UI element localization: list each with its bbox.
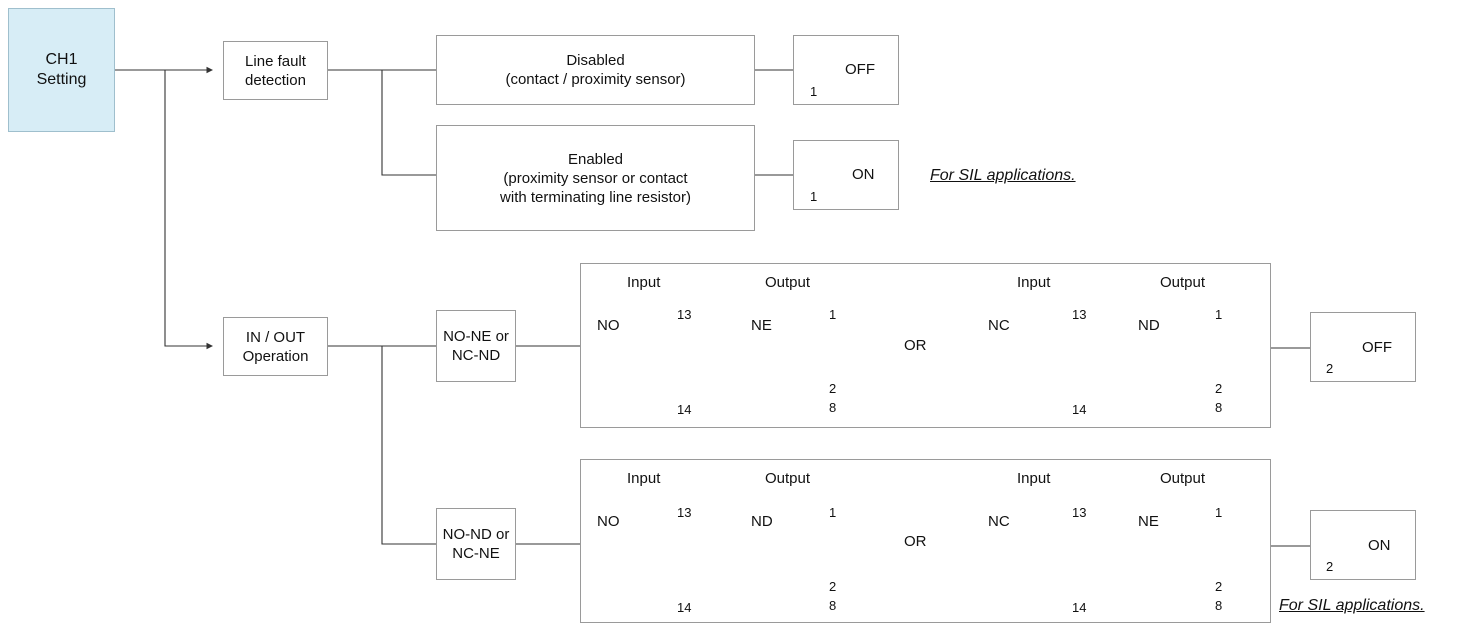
mode2-output-header-left: Output	[765, 470, 811, 487]
dip-switch-1-off-state: OFF	[845, 61, 875, 78]
dip-switch-2-off-box	[1310, 312, 1416, 382]
mode2-output-header-right: Output	[1160, 470, 1206, 487]
mode1-term-14-right: 14	[1072, 402, 1087, 417]
mode2-wiring-panel	[580, 459, 1271, 623]
no-ne-nc-nd-box: NO-NE or NC-ND	[436, 310, 516, 382]
mode1-input-header-right: Input	[1017, 274, 1051, 291]
enabled-desc-2: with terminating line resistor)	[500, 188, 691, 206]
line-fault-label-1: Line fault	[245, 52, 306, 70]
mode1-wiring-panel	[580, 263, 1271, 428]
mode1-term-8-right: 8	[1215, 400, 1223, 415]
mode2-left-in-label: NO	[597, 513, 620, 530]
io-label-1: IN / OUT	[245, 328, 306, 346]
mode2-right-out-label: NE	[1138, 513, 1159, 530]
dip-switch-1-on-box	[793, 140, 899, 210]
mode1-label-1: NO-NE or	[443, 328, 509, 345]
in-out-operation-box: IN / OUT Operation	[223, 317, 328, 376]
mode1-term-2-left: 2	[829, 381, 837, 396]
mode1-left-out-label: NE	[751, 317, 772, 334]
dip-switch-2-on-number: 2	[1326, 559, 1334, 574]
mode1-output-header-left: Output	[765, 274, 811, 291]
mode2-input-header-right: Input	[1017, 470, 1051, 487]
dip-switch-1-on-state: ON	[852, 166, 875, 183]
mode2-term-8-right: 8	[1215, 598, 1223, 613]
line-fault-label-2: detection	[245, 71, 306, 89]
mode1-term-13-right: 13	[1072, 307, 1087, 322]
io-label-2: Operation	[242, 347, 309, 365]
mode2-term-13-right: 13	[1072, 505, 1087, 520]
disabled-box: Disabled (contact / proximity sensor)	[436, 35, 755, 105]
root-line-2: Setting	[36, 71, 87, 88]
mode1-term-14-left: 14	[677, 402, 692, 417]
mode2-term-1-right: 1	[1215, 505, 1223, 520]
mode1-term-2-right: 2	[1215, 381, 1223, 396]
mode2-term-2-left: 2	[829, 579, 837, 594]
mode1-left-in-label: NO	[597, 317, 620, 334]
sil-note-2: For SIL applications.	[1279, 597, 1425, 614]
dip-switch-2-on-box	[1310, 510, 1416, 580]
mode1-term-13-left: 13	[677, 307, 692, 322]
mode2-left-out-label: ND	[751, 513, 773, 530]
mode2-term-1-left: 1	[829, 505, 837, 520]
mode2-term-2-right: 2	[1215, 579, 1223, 594]
mode1-right-out-label: ND	[1138, 317, 1160, 334]
enabled-desc-1: (proximity sensor or contact	[503, 169, 688, 187]
line-fault-detection-box: Line fault detection	[223, 41, 328, 100]
enabled-box: Enabled (proximity sensor or contact wit…	[436, 125, 755, 231]
dip-switch-2-off-number: 2	[1326, 361, 1334, 376]
mode1-or-label: OR	[904, 337, 927, 354]
mode1-output-header-right: Output	[1160, 274, 1206, 291]
mode2-term-14-right: 14	[1072, 600, 1087, 615]
mode1-term-8-left: 8	[829, 400, 837, 415]
disabled-title: Disabled	[566, 52, 625, 69]
no-nd-nc-ne-box: NO-ND or NC-NE	[436, 508, 516, 580]
mode1-right-in-label: NC	[988, 317, 1010, 334]
disabled-desc: (contact / proximity sensor)	[505, 71, 686, 88]
ch1-setting-box: CH1 Setting	[8, 8, 115, 132]
mode2-label-2: NC-NE	[452, 545, 500, 562]
sil-note-1: For SIL applications.	[930, 167, 1076, 184]
mode2-label-1: NO-ND or	[442, 526, 510, 543]
mode2-right-in-label: NC	[988, 513, 1010, 530]
mode1-label-2: NC-ND	[451, 347, 501, 364]
dip-switch-1-off-number: 1	[810, 84, 818, 99]
dip-switch-2-off-state: OFF	[1362, 339, 1392, 356]
dip-switch-2-on-state: ON	[1368, 537, 1391, 554]
mode2-term-14-left: 14	[677, 600, 692, 615]
enabled-title: Enabled	[567, 150, 624, 168]
mode2-input-header-left: Input	[627, 470, 661, 487]
dip-switch-1-on-number: 1	[810, 189, 818, 204]
mode2-term-8-left: 8	[829, 598, 837, 613]
mode1-term-1-left: 1	[829, 307, 837, 322]
mode1-term-1-right: 1	[1215, 307, 1223, 322]
dip-switch-1-off-box	[793, 35, 899, 105]
root-line-1: CH1	[45, 51, 78, 68]
mode1-input-header-left: Input	[627, 274, 661, 291]
mode2-term-13-left: 13	[677, 505, 692, 520]
mode2-or-label: OR	[904, 533, 927, 550]
